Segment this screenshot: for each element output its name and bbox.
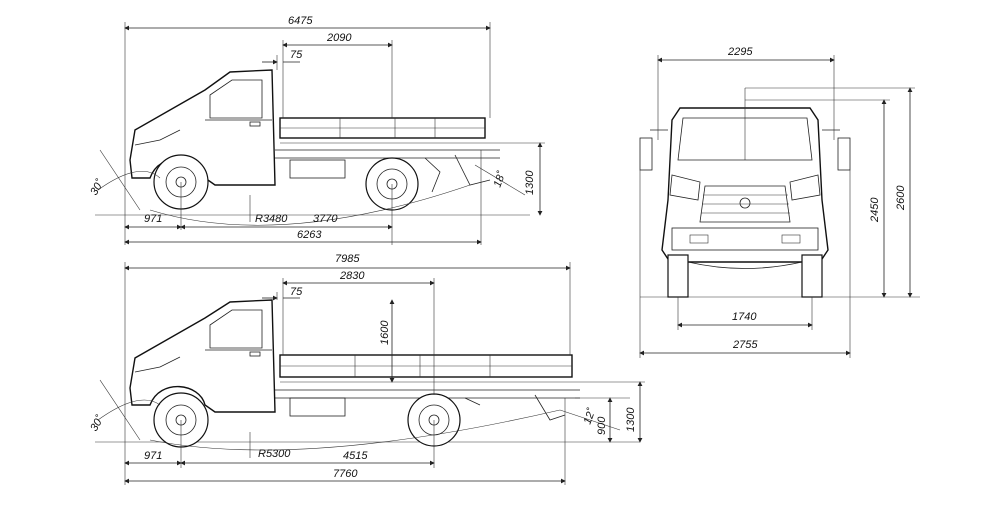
dim-frame-height-long: 900 bbox=[596, 416, 608, 435]
cargo-platform-long bbox=[275, 354, 580, 399]
dim-wheelbase-short: 3770 bbox=[313, 213, 338, 225]
dim-track: 1740 bbox=[732, 311, 757, 323]
dim-platform-height-short: 1300 bbox=[524, 170, 536, 195]
dim-side-height-long: 1600 bbox=[379, 320, 391, 345]
dim-body-length-short: 2090 bbox=[326, 32, 352, 44]
dim-frame-length-short: 6263 bbox=[297, 229, 322, 241]
dim-body-length-long: 2830 bbox=[339, 270, 365, 282]
dim-turn-radius-long: R5300 bbox=[258, 448, 291, 460]
dim-wheelbase-long: 4515 bbox=[343, 450, 368, 462]
dim-platform-height-long: 1300 bbox=[625, 407, 637, 432]
dim-front-overhang-short: 971 bbox=[144, 213, 162, 225]
right-mirror bbox=[822, 129, 851, 171]
dim-cab-width: 2295 bbox=[727, 46, 753, 58]
front-view: 2295 2450 2600 1740 2755 bbox=[639, 46, 920, 358]
cab-long bbox=[129, 299, 276, 413]
side-view-long: 7985 2830 75 1600 971 4515 R5300 7760 90… bbox=[88, 253, 645, 485]
dim-overall-length-long: 7985 bbox=[335, 253, 360, 265]
dim-approach-angle-long: 30˚ bbox=[88, 413, 107, 433]
dim-height-cab: 2450 bbox=[869, 197, 881, 223]
side-view-short: 6475 2090 75 971 3770 R3480 6263 1300 30… bbox=[88, 15, 545, 245]
left-headlight bbox=[669, 174, 701, 201]
dim-departure-angle-long: 12˚ bbox=[582, 407, 599, 426]
grille bbox=[699, 185, 791, 223]
dim-overall-length-short: 6475 bbox=[288, 15, 313, 27]
dim-cab-gap-short: 75 bbox=[290, 49, 303, 61]
dim-mirror-width: 2755 bbox=[732, 339, 758, 351]
dim-approach-angle-short: 30˚ bbox=[88, 177, 107, 197]
dim-turn-radius-short: R3480 bbox=[255, 213, 288, 225]
cargo-platform-short bbox=[275, 117, 500, 159]
dim-frame-length-long: 7760 bbox=[333, 468, 358, 480]
dim-height-total: 2600 bbox=[895, 185, 907, 211]
dim-departure-angle-short: 18˚ bbox=[492, 170, 509, 189]
dim-front-overhang-long: 971 bbox=[144, 450, 162, 462]
right-headlight bbox=[789, 174, 821, 201]
dim-cab-gap-long: 75 bbox=[290, 286, 303, 298]
left-mirror bbox=[639, 129, 668, 171]
